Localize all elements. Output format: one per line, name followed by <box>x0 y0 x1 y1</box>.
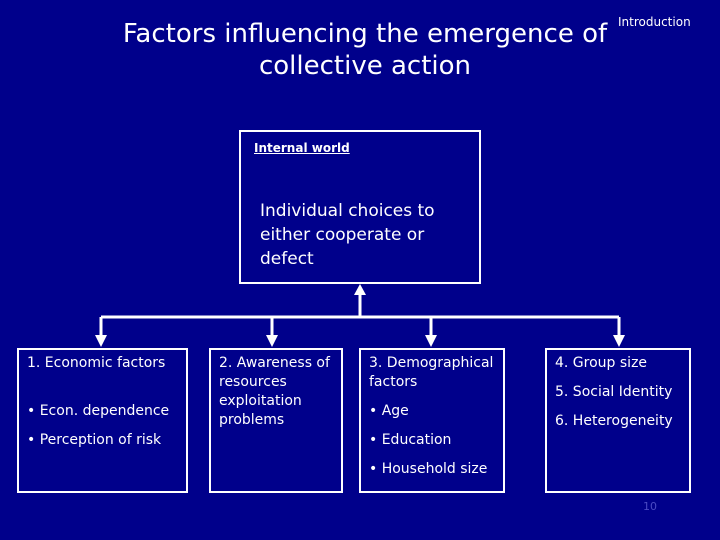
arrowhead-down-1 <box>95 335 107 347</box>
factor-item: • Household size <box>369 461 488 477</box>
group-factors-box: 4. Group size 5. Social Identity 6. Hete… <box>545 348 691 493</box>
section-label: Introduction <box>618 15 691 29</box>
demographical-factors-box: 3. Demographical factors • Age • Educati… <box>359 348 505 493</box>
factor-item: 6. Heterogeneity <box>555 413 673 429</box>
awareness-box: 2. Awareness of resources exploitation p… <box>209 348 343 493</box>
arrowhead-down-2 <box>266 335 278 347</box>
internal-world-box: Internal world Individual choices to eit… <box>239 130 481 284</box>
arrowhead-down-3 <box>425 335 437 347</box>
internal-world-text: Individual choices to either cooperate o… <box>260 201 435 269</box>
arrowhead-down-4 <box>613 335 625 347</box>
internal-world-label: Internal world <box>254 141 350 155</box>
factor-item: • Age <box>369 403 409 419</box>
page-number: 10 <box>643 500 657 513</box>
factor-item: • Econ. dependence <box>27 403 170 419</box>
arrowhead-up <box>354 284 366 295</box>
factor-heading: 3. Demographical factors <box>369 355 494 390</box>
factor-heading: 2. Awareness of resources exploitation p… <box>219 355 330 428</box>
factor-item: • Education <box>369 432 452 448</box>
factor-item: 5. Social Identity <box>555 384 673 400</box>
factor-item: 4. Group size <box>555 355 648 371</box>
factor-heading: 1. Economic factors <box>27 355 166 371</box>
slide-title: Factors influencing the emergence of col… <box>122 19 608 81</box>
economic-factors-box: 1. Economic factors • Econ. dependence •… <box>17 348 188 493</box>
factor-item: • Perception of risk <box>27 432 162 448</box>
